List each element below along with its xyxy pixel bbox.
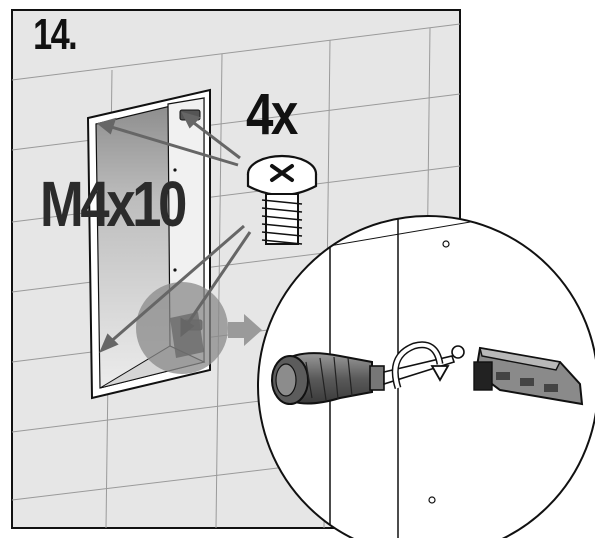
screw-icon [246,154,318,245]
bracket-detail [473,346,584,406]
screwdriver-icon [271,345,465,405]
step-number: 14. [30,11,80,59]
detail-zoom [257,215,595,538]
screw-size-label: M4x10 [40,168,187,240]
zoom-arrow [228,314,262,346]
screw-quantity: 4x [246,82,298,147]
pointer-arrows [96,111,252,353]
rotate-arrow-icon [391,341,450,390]
